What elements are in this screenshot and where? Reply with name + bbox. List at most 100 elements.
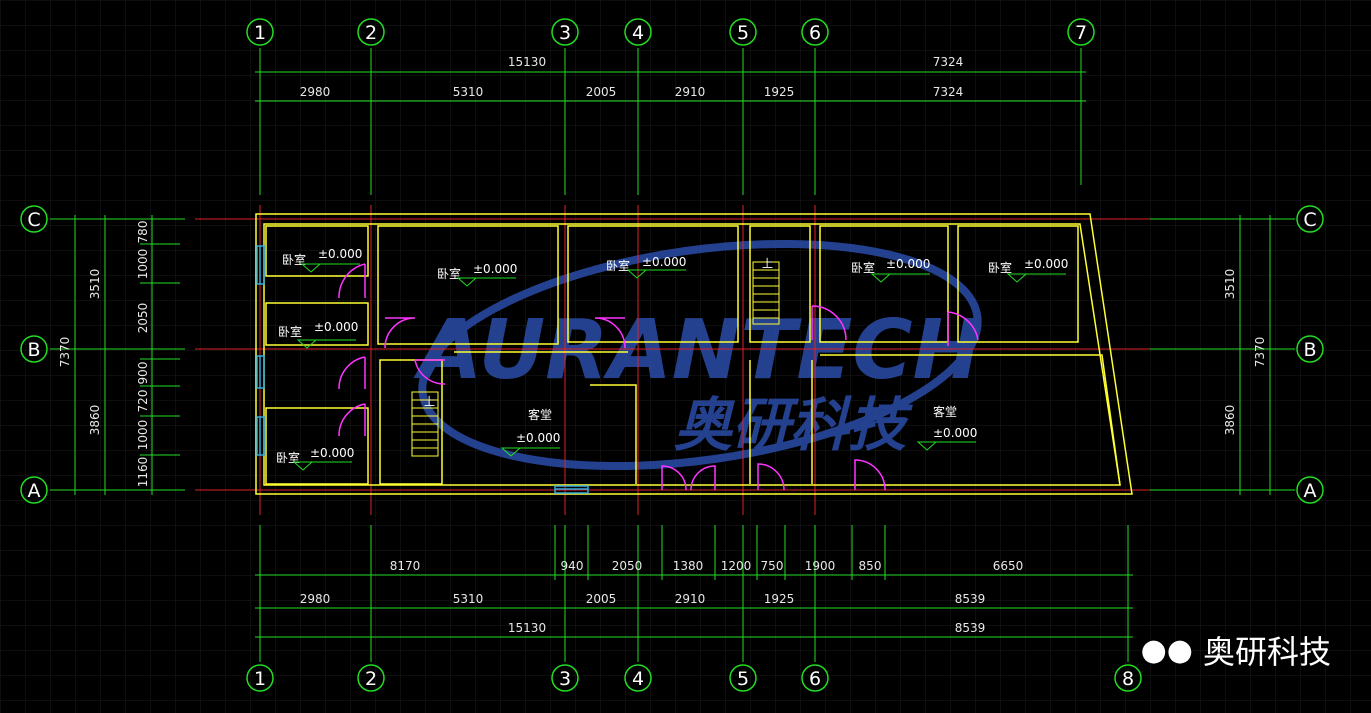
svg-text:±0.000: ±0.000 bbox=[933, 426, 977, 440]
dim-top-total-a: 15130 bbox=[508, 55, 546, 69]
stairs bbox=[411, 261, 780, 457]
watermark: AURANTECH 奥研科技 bbox=[413, 239, 982, 471]
svg-text:±0.000: ±0.000 bbox=[310, 446, 354, 460]
svg-text:卧室: 卧室 bbox=[282, 252, 306, 267]
dim-bot-detail: 940 bbox=[561, 559, 584, 573]
dim-bot-detail: 6650 bbox=[993, 559, 1024, 573]
dim-bot-seg: 1925 bbox=[764, 592, 795, 606]
stair-labels: 上 上 bbox=[424, 257, 773, 408]
dim-bot-seg: 2005 bbox=[586, 592, 617, 606]
dim-bot-detail: 8170 bbox=[390, 559, 421, 573]
dim-bot-seg: 2980 bbox=[300, 592, 331, 606]
svg-text:卧室: 卧室 bbox=[851, 260, 875, 275]
svg-text:±0.000: ±0.000 bbox=[318, 247, 362, 261]
axis-top-4: 4 bbox=[632, 22, 644, 44]
svg-text:卧室: 卧室 bbox=[437, 266, 461, 281]
windows bbox=[256, 245, 589, 494]
watermark-cn: 奥研科技 bbox=[674, 391, 913, 459]
brand-watermark: ●● 奥研科技 bbox=[1141, 627, 1331, 673]
dim-bot-detail: 850 bbox=[859, 559, 882, 573]
dim-bot-detail: 2050 bbox=[612, 559, 643, 573]
axis-right-a: A bbox=[1304, 480, 1317, 502]
room-bedroom-2: 卧室 ±0.000 bbox=[278, 320, 358, 339]
dim-bot-seg: 5310 bbox=[453, 592, 484, 606]
dim-bot-seg: 8539 bbox=[955, 592, 986, 606]
axis-bot-6: 6 bbox=[809, 668, 821, 690]
dim-bot-detail: 1380 bbox=[673, 559, 704, 573]
room-bedroom-7: 卧室±0.000 bbox=[988, 257, 1068, 275]
room-bedroom-4: 卧室±0.000 bbox=[437, 262, 517, 281]
watermark-en: AURANTECH bbox=[413, 303, 981, 398]
axis-top-2: 2 bbox=[365, 22, 377, 44]
dim-top-total-b: 7324 bbox=[933, 55, 964, 69]
axis-left-a: A bbox=[28, 480, 41, 502]
level-markers bbox=[292, 263, 1066, 471]
doors bbox=[338, 263, 979, 491]
dim-left-seg: 3860 bbox=[88, 405, 102, 436]
dim-left-total: 7370 bbox=[58, 337, 72, 368]
dim-top-seg: 2005 bbox=[586, 85, 617, 99]
svg-text:客堂: 客堂 bbox=[528, 407, 552, 422]
axis-top-5: 5 bbox=[737, 22, 749, 44]
svg-text:±0.000: ±0.000 bbox=[314, 320, 358, 334]
dim-left-detail: 900 bbox=[136, 362, 150, 385]
dim-top-seg: 7324 bbox=[933, 85, 964, 99]
dim-top-seg: 2980 bbox=[300, 85, 331, 99]
axis-bot-5: 5 bbox=[737, 668, 749, 690]
dim-left-detail: 2050 bbox=[136, 303, 150, 334]
dim-bot-total-a: 15130 bbox=[508, 621, 546, 635]
dim-bot-seg: 2910 bbox=[675, 592, 706, 606]
dim-bot-detail: 1200 bbox=[721, 559, 752, 573]
room-living-2: 客堂 ±0.000 bbox=[933, 404, 977, 440]
dim-top-seg: 5310 bbox=[453, 85, 484, 99]
room-living-1: 客堂±0.000 bbox=[516, 407, 560, 445]
axis-labels: 1 2 3 4 5 6 7 1 2 3 4 5 6 8 C B A C B A bbox=[27, 22, 1316, 690]
dimension-texts: 15130 7324 2980 5310 2005 2910 1925 7324… bbox=[300, 55, 1024, 635]
svg-text:客堂: 客堂 bbox=[933, 404, 957, 419]
stair-up-label: 上 bbox=[424, 395, 435, 408]
axis-top-6: 6 bbox=[809, 22, 821, 44]
dim-left-detail: 1160 bbox=[136, 457, 150, 488]
dim-left-detail: 720 bbox=[136, 390, 150, 413]
axis-bot-4: 4 bbox=[632, 668, 644, 690]
dim-right-seg: 3510 bbox=[1223, 269, 1237, 300]
svg-text:±0.000: ±0.000 bbox=[886, 257, 930, 271]
room-bedroom-6: 卧室 ±0.000 bbox=[851, 257, 930, 275]
brand-label: 奥研科技 bbox=[1202, 633, 1331, 671]
axis-bot-3: 3 bbox=[559, 668, 571, 690]
axis-right-c: C bbox=[1303, 209, 1316, 231]
dim-top-seg: 2910 bbox=[675, 85, 706, 99]
svg-text:卧室: 卧室 bbox=[988, 260, 1012, 275]
axis-bot-8: 8 bbox=[1122, 668, 1134, 690]
svg-text:±0.000: ±0.000 bbox=[642, 255, 686, 269]
axis-bot-2: 2 bbox=[365, 668, 377, 690]
dim-bot-total-b: 8539 bbox=[955, 621, 986, 635]
dim-right-total: 7370 bbox=[1253, 337, 1267, 368]
dim-left-detail: 1000 bbox=[136, 420, 150, 451]
dim-left-detail: 1000 bbox=[136, 249, 150, 280]
dim-bot-detail: 1900 bbox=[805, 559, 836, 573]
axis-left-c: C bbox=[27, 209, 40, 231]
stair-up-label: 上 bbox=[762, 257, 773, 270]
room-bedroom-5: 卧室 ±0.000 bbox=[606, 255, 686, 273]
svg-text:卧室: 卧室 bbox=[606, 258, 630, 273]
svg-text:卧室: 卧室 bbox=[278, 324, 302, 339]
axis-bubbles bbox=[20, 18, 1324, 692]
dimension-texts-vertical: 7370 3510 3860 780 1000 2050 900 720 100… bbox=[58, 221, 1267, 488]
dim-left-seg: 3510 bbox=[88, 269, 102, 300]
dim-top-seg: 1925 bbox=[764, 85, 795, 99]
room-labels: 卧室 ±0.000 卧室 ±0.000 卧室 ±0.000 卧室 ±0.000 卧室 ±0… bbox=[276, 247, 1068, 465]
axis-right-b: B bbox=[1303, 339, 1316, 361]
dim-right-seg: 3860 bbox=[1223, 405, 1237, 436]
wechat-icon: ●● bbox=[1140, 632, 1193, 668]
svg-text:卧室: 卧室 bbox=[276, 450, 300, 465]
walls bbox=[255, 213, 1133, 495]
axis-top-1: 1 bbox=[254, 22, 266, 44]
axis-top-3: 3 bbox=[559, 22, 571, 44]
axis-bot-1: 1 bbox=[254, 668, 266, 690]
axis-top-7: 7 bbox=[1075, 22, 1087, 44]
dim-bot-detail: 750 bbox=[761, 559, 784, 573]
